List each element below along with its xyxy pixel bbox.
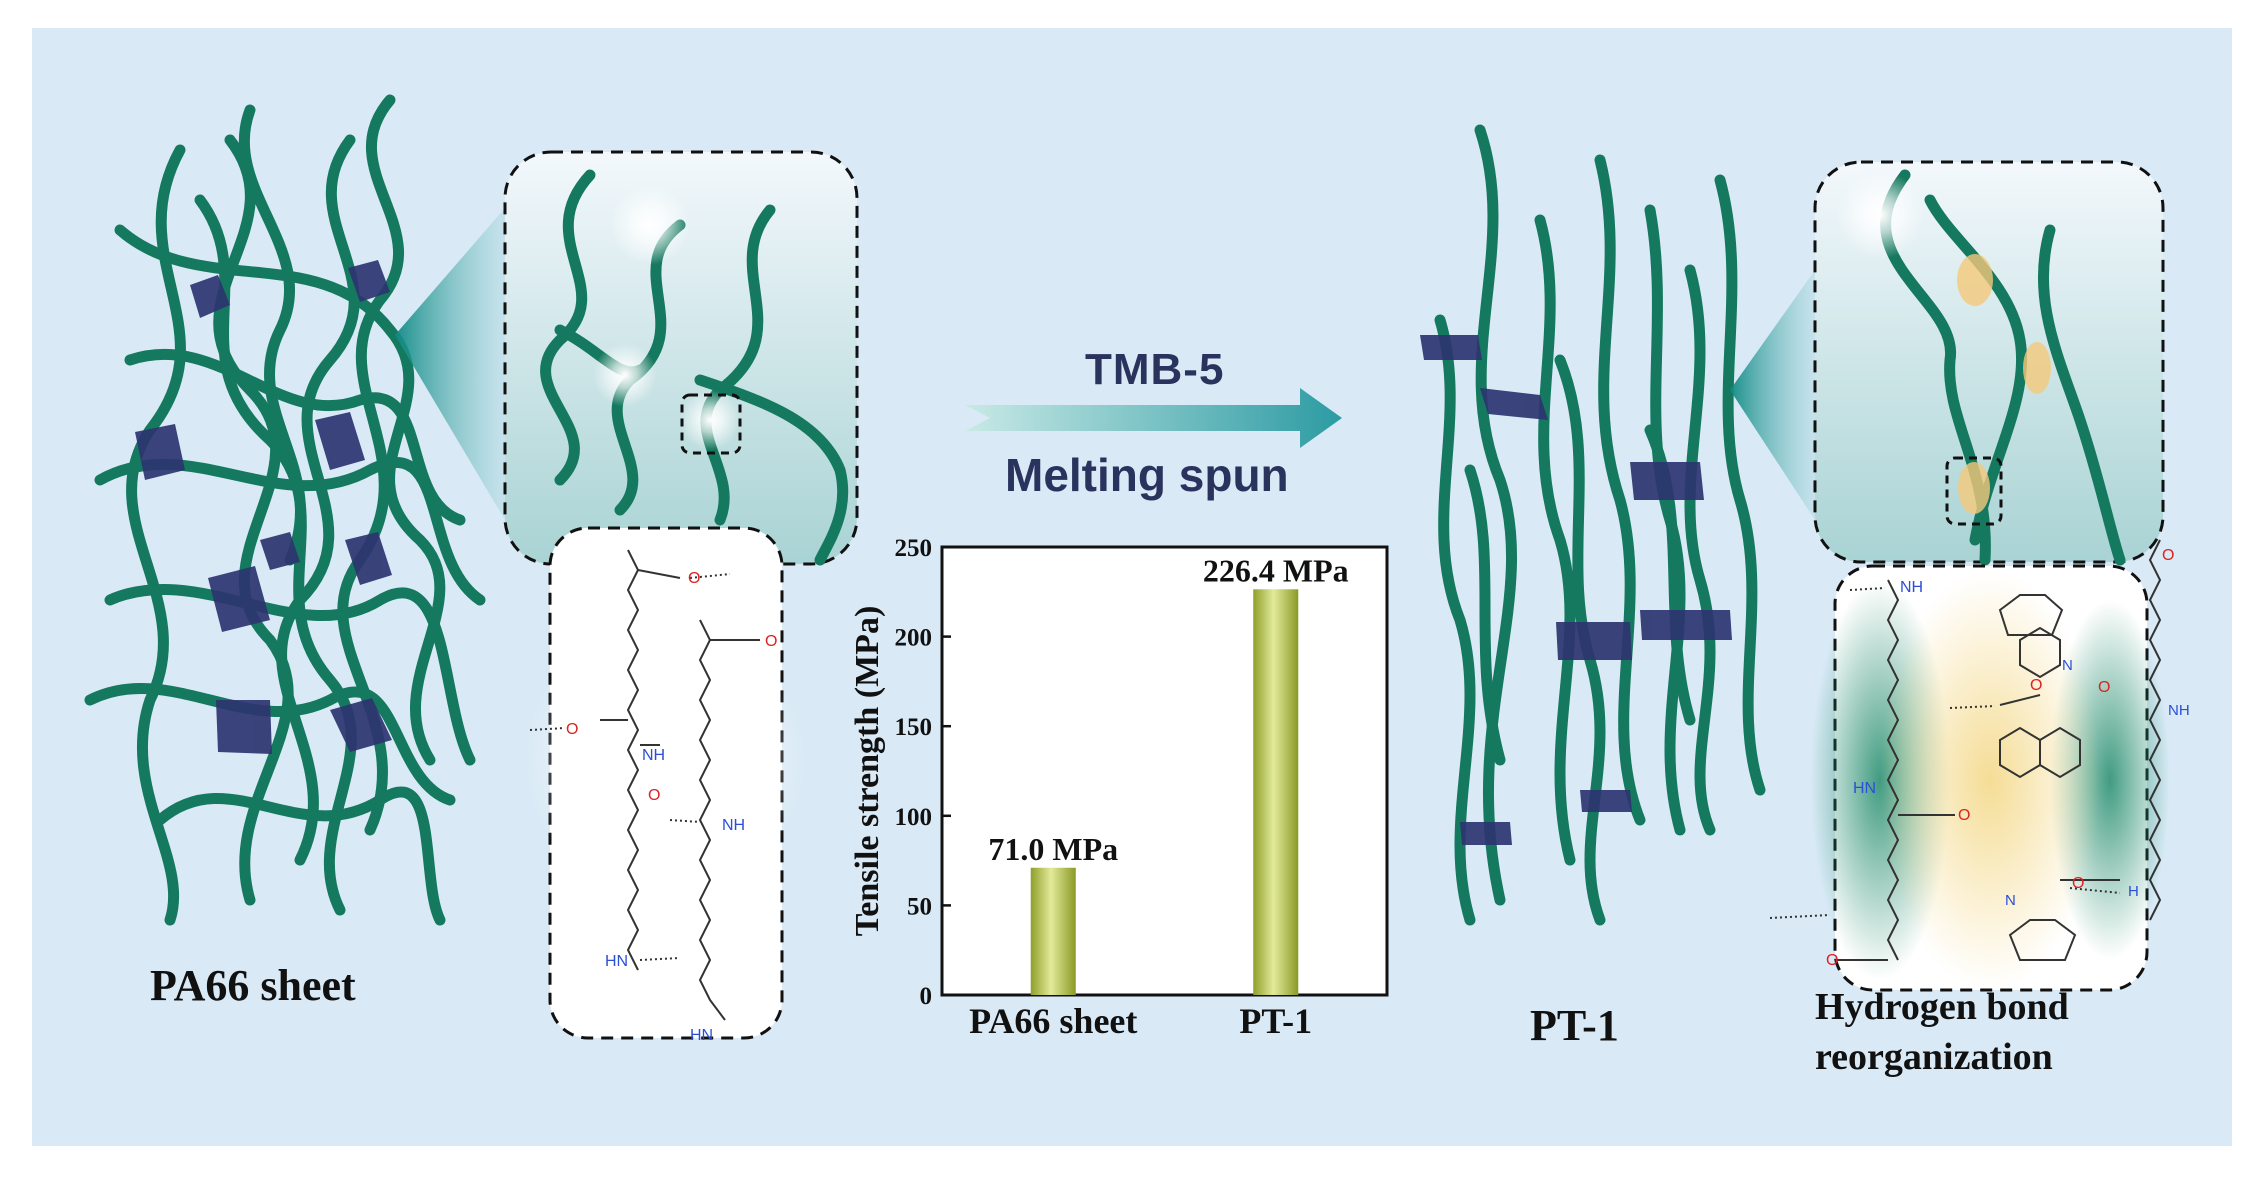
- atom-o: O: [648, 787, 660, 804]
- process-reagent-label: TMB-5: [1085, 345, 1225, 394]
- atom-n: N: [2005, 892, 2016, 909]
- x-category-label: PT-1: [1239, 1001, 1312, 1041]
- y-tick-label: 200: [895, 625, 933, 652]
- y-tick-label: 150: [895, 714, 933, 741]
- y-tick-label: 100: [895, 804, 933, 831]
- pt1-molecular-inset: NH O O N O NH HN O O N H O: [1769, 539, 2190, 992]
- y-tick-label: 250: [895, 535, 933, 562]
- atom-o: O: [2030, 677, 2042, 694]
- atom-n: N: [2062, 657, 2073, 674]
- pt1-crystallites: [1420, 335, 1732, 845]
- atom-hn: HN: [605, 953, 628, 970]
- bar-data-label: 226.4 MPa: [1203, 552, 1349, 588]
- hbond-caption-line2: reorganization: [1815, 1036, 2053, 1078]
- atom-nh: NH: [722, 817, 745, 834]
- atom-o: O: [1826, 952, 1838, 969]
- zoom-cone-left: [395, 208, 505, 520]
- pa66-zoom-inset: [503, 150, 859, 566]
- y-tick-label: 50: [907, 893, 932, 920]
- atom-o: O: [1958, 807, 1970, 824]
- pa66-sheet-caption: PA66 sheet: [150, 961, 356, 1010]
- hbond-caption-line1: Hydrogen bond: [1815, 986, 2069, 1028]
- atom-hn: HN: [1853, 780, 1876, 797]
- bar-2: [1253, 589, 1299, 995]
- plot-frame: [940, 545, 1389, 997]
- atom-hn: HN: [690, 1027, 713, 1044]
- atom-o: O: [2162, 547, 2174, 564]
- pt1-zoom-inset: [1813, 160, 2165, 566]
- x-category-label: PA66 sheet: [969, 1001, 1137, 1041]
- atom-o: O: [765, 633, 777, 650]
- y-axis-label: Tensile strength (MPa): [849, 606, 886, 937]
- pt1-caption: PT-1: [1530, 1001, 1619, 1050]
- bar-1: [1030, 867, 1076, 995]
- atom-o: O: [688, 570, 700, 587]
- bar-data-label: 71.0 MPa: [988, 831, 1118, 867]
- process-method-label: Melting spun: [1005, 449, 1289, 501]
- atom-o: O: [2072, 875, 2084, 892]
- pa66-molecular-inset: O O O NH O NH HN HN: [525, 526, 805, 1044]
- focus-box-left: [680, 393, 742, 455]
- pa66-crystallites: [135, 260, 392, 754]
- atom-nh: NH: [642, 747, 665, 764]
- atom-nh: NH: [2168, 702, 2190, 719]
- atom-h: H: [2128, 883, 2139, 900]
- atom-o: O: [566, 721, 578, 738]
- atom-o: O: [2098, 679, 2110, 696]
- process-arrow[interactable]: [965, 388, 1342, 448]
- focus-box-right: [1945, 456, 2003, 526]
- pa66-fiber-network: [84, 94, 486, 926]
- y-tick-label: 0: [920, 983, 933, 1010]
- zoom-cone-right: [1730, 270, 1815, 520]
- atom-nh: NH: [1900, 579, 1923, 596]
